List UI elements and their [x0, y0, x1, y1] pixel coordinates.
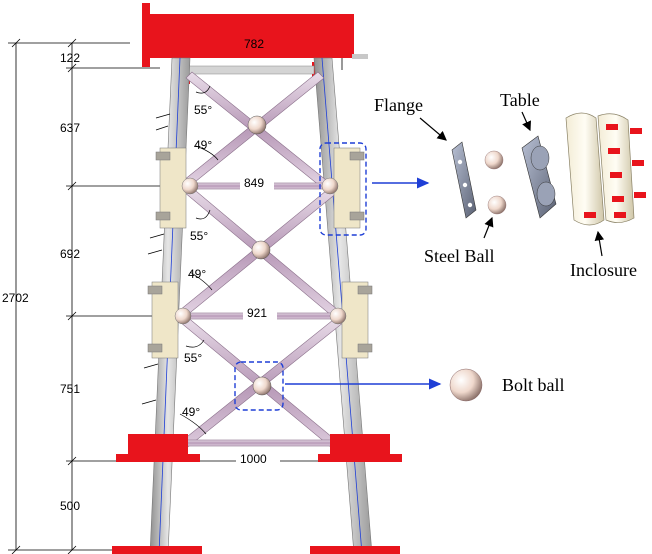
steel-ball-lower: [487, 195, 507, 215]
steel-ball-upper: [484, 150, 504, 170]
table-label: Table: [500, 90, 540, 110]
dim-total-height: 2702: [2, 291, 29, 305]
bolt-ball-label: Bolt ball: [502, 375, 565, 395]
component-pointers: [419, 111, 605, 257]
dim-base-width: 1000: [240, 452, 267, 466]
angle-label-6: 49°: [182, 405, 200, 419]
dimension-lines: [8, 38, 160, 554]
dim-cap-height: 122: [60, 51, 80, 65]
highlight-boxes: [234, 142, 367, 411]
base-plates: [112, 434, 402, 554]
dim-mid-width-upper: 849: [244, 176, 264, 190]
inclosure-label: Inclosure: [570, 260, 637, 280]
inclosure-part: [565, 112, 646, 226]
angle-label-2: 49°: [194, 138, 212, 152]
structure-bolt-balls: [247, 115, 272, 396]
dim-mid-width-lower: 921: [247, 306, 267, 320]
steel-ball-label: Steel Ball: [424, 246, 495, 266]
flange-part: [451, 141, 477, 219]
dim-bay1: 637: [60, 121, 80, 135]
dim-bay2: 692: [60, 247, 80, 261]
angle-label-5: 55°: [184, 351, 202, 365]
joint-enclosures: [147, 147, 373, 359]
table-part: [521, 135, 557, 219]
dim-foot: 500: [60, 499, 80, 513]
angle-label-4: 49°: [188, 267, 206, 281]
dim-bay3: 751: [60, 382, 80, 396]
dim-top-width: 782: [244, 37, 264, 51]
angle-label-1: 55°: [194, 103, 212, 117]
flange-label: Flange: [374, 95, 423, 115]
bolt-ball-part: [449, 368, 483, 402]
leg-tick-marks: [141, 113, 171, 405]
angle-label-3: 55°: [190, 229, 208, 243]
angle-marks: [179, 85, 219, 435]
